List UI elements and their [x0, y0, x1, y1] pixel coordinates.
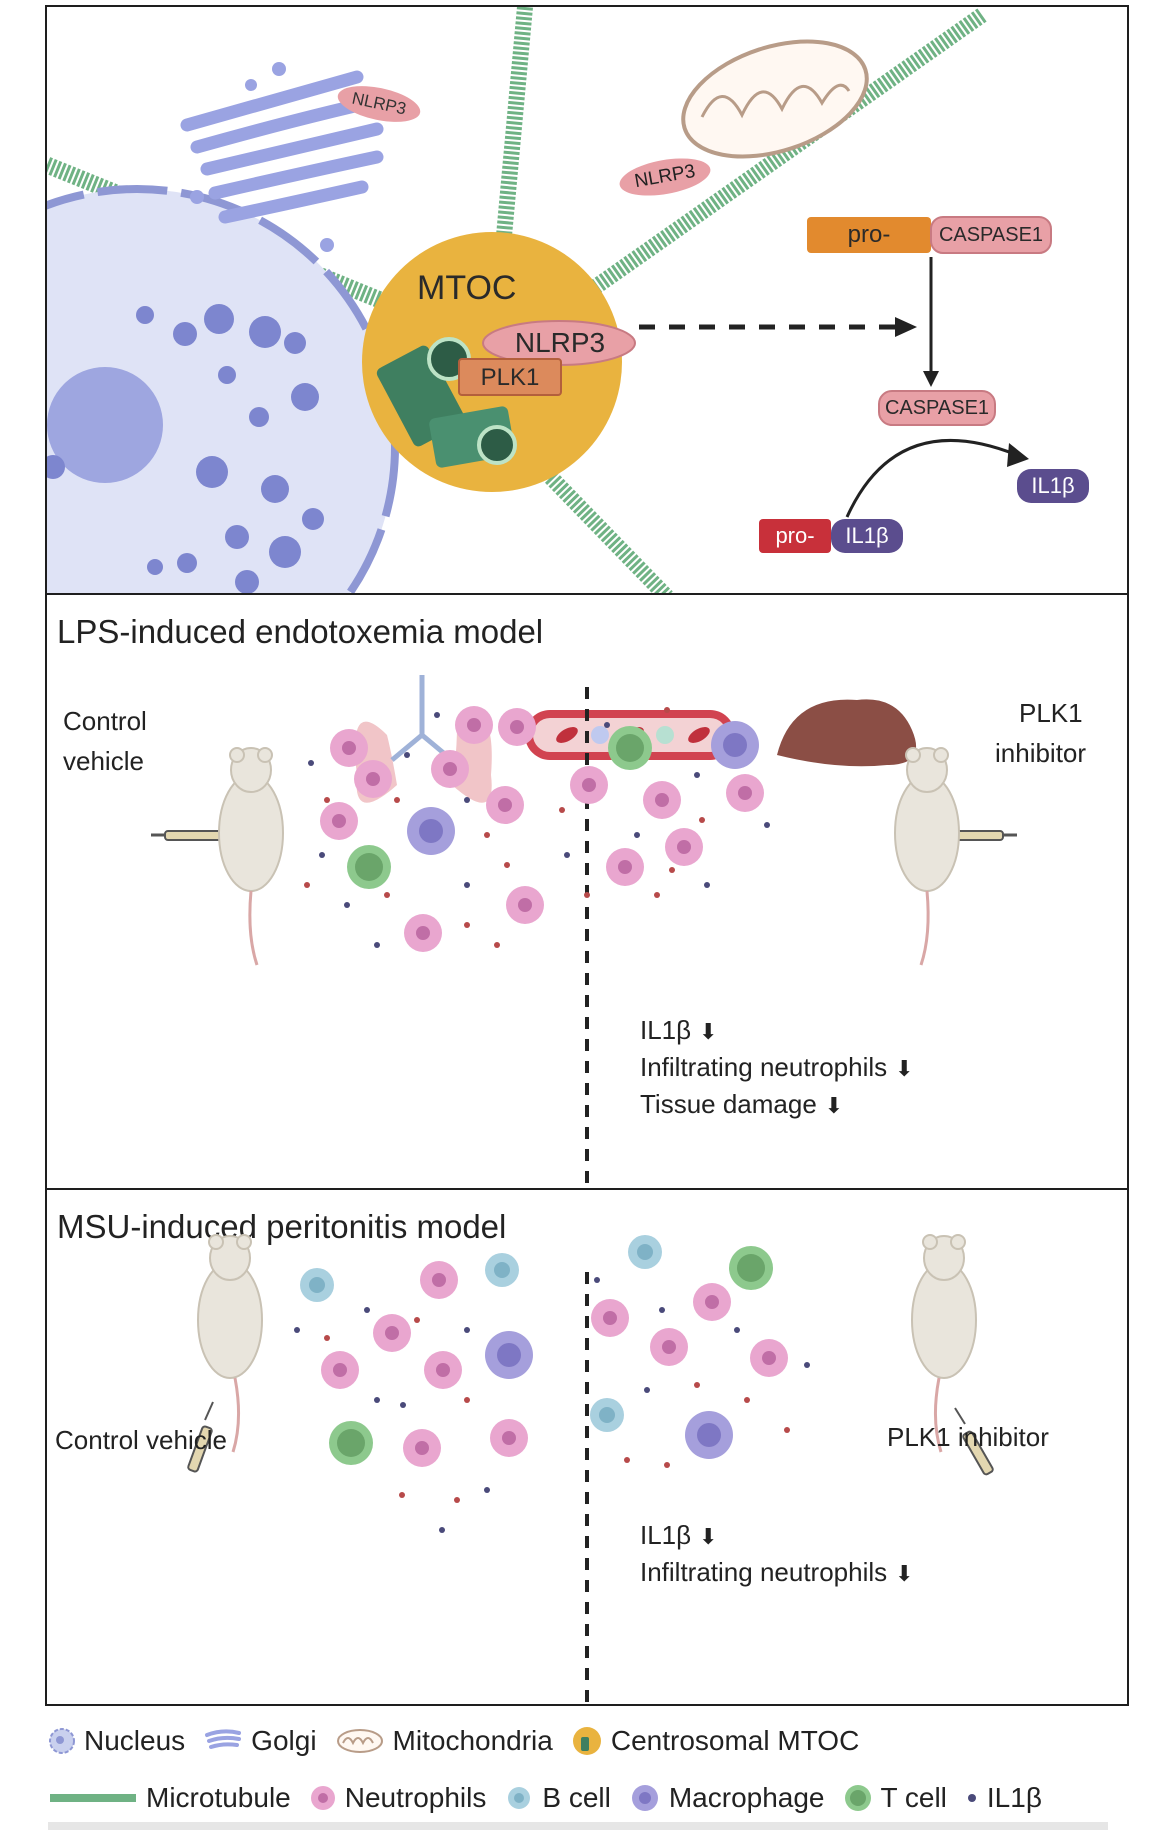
centriole-icon: [376, 337, 517, 468]
legend-neutrophil: Neutrophils: [309, 1782, 486, 1814]
caspase1-active-box: [878, 390, 996, 426]
legend-microtubule: Microtubule: [48, 1782, 291, 1814]
msu-illustration: [187, 1234, 994, 1704]
microtubule-icon: [50, 1794, 136, 1802]
caspase1-active-label: CASPASE1: [884, 397, 990, 419]
pro-il1b-il-label: IL1β: [845, 523, 889, 548]
msu-panel: MSU-induced peritonitis model: [45, 1188, 1129, 1706]
lps-effect-il1b: IL1β⬇: [640, 1015, 718, 1045]
mouse-control-icon: [197, 1234, 263, 1453]
syringe-icon: [187, 1401, 214, 1473]
il1b-mature-label: IL1β: [1031, 473, 1075, 498]
down-arrow-icon: ⬇: [895, 1056, 914, 1081]
processing-arrow: [845, 438, 1018, 518]
pro-il1b-il-box: [831, 519, 903, 553]
down-arrow-icon: ⬇: [824, 1093, 844, 1118]
legend-il1b: IL1β: [965, 1782, 1042, 1814]
msu-effect-il1b: IL1β⬇: [640, 1520, 718, 1550]
legend-row-2: Microtubule Neutrophils B cell Macrophag…: [48, 1782, 1060, 1814]
centrosome-icon: [572, 1727, 601, 1755]
mitochondria-icon: [336, 1729, 383, 1753]
mechanism-panel: MTOC NLRP3 NLRP3 NLRP3 PLK1 pro- CASPASE…: [45, 5, 1129, 595]
mtoc-nlrp3-label: NLRP3: [514, 327, 606, 358]
msu-control-cells: [294, 1253, 533, 1533]
liver-icon: [777, 699, 917, 767]
lps-panel-title: LPS-induced endotoxemia model: [57, 613, 544, 650]
mouse-treated-icon: [894, 747, 960, 966]
lps-control-label-2: vehicle: [63, 746, 144, 776]
pro-il1b-pro-label: pro-: [775, 523, 815, 548]
plk1-label: PLK1: [480, 364, 540, 391]
tcell-icon: [844, 1785, 871, 1811]
lps-inhibitor-label-2: inhibitor: [995, 738, 1087, 768]
mouse-control-icon: [218, 747, 284, 966]
pro-caspase-label: pro-: [847, 221, 891, 248]
caspase1-label: CASPASE1: [938, 224, 1044, 246]
pro-il1b-pro-box: [759, 519, 831, 553]
syringe-icon: [954, 1407, 994, 1476]
msu-treated-cells: [590, 1235, 810, 1468]
mouse-treated-icon: [911, 1234, 977, 1453]
nucleus-icon: [49, 1728, 75, 1754]
legend-mtoc: Centrosomal MTOC: [571, 1725, 859, 1757]
legend-bcell: B cell: [504, 1782, 611, 1814]
mtoc-label: MTOC: [417, 269, 517, 307]
bottom-divider: [48, 1822, 1108, 1830]
mito-nlrp3-badge: [619, 158, 711, 196]
plk1-badge: [458, 358, 562, 396]
legend-row-1: Nucleus Golgi Mitochondria Centrosomal M…: [48, 1725, 877, 1757]
macrophage-icon: [631, 1785, 658, 1811]
lps-treated-cells: [559, 707, 770, 898]
down-arrow-icon: ⬇: [699, 1019, 718, 1044]
legend-nucleus: Nucleus: [48, 1725, 185, 1757]
mechanism-illustration: [47, 7, 1089, 593]
lps-panel: LPS-induced endotoxemia model: [45, 593, 1129, 1190]
lps-inhibitor-label-1: PLK1: [1019, 698, 1083, 728]
pro-caspase-box: [807, 217, 931, 253]
legend-macrophage: Macrophage: [629, 1782, 825, 1814]
il1b-dot-icon: [967, 1794, 976, 1802]
mitochondrion: [681, 39, 869, 159]
msu-inhibitor-label: PLK1 inhibitor: [887, 1422, 1049, 1452]
caspase1-box: [930, 216, 1052, 254]
dashed-arrowhead-icon: [895, 317, 917, 337]
neutrophil-icon: [310, 1786, 335, 1810]
lps-effect-neutrophils: Infiltrating neutrophils⬇: [640, 1052, 914, 1082]
lps-control-label-1: Control: [63, 706, 147, 736]
golgi-nlrp3-badge: [337, 86, 421, 122]
legend-golgi: Golgi: [203, 1725, 317, 1757]
msu-panel-title: MSU-induced peritonitis model: [57, 1208, 507, 1245]
msu-control-label: Control vehicle: [55, 1425, 227, 1455]
down-arrow-icon: ⬇: [699, 1524, 718, 1549]
nucleus-cell: [47, 185, 399, 593]
legend-tcell: T cell: [843, 1782, 947, 1814]
down-arrow-icon: ⬇: [895, 1561, 914, 1586]
golgi-apparatus: [180, 62, 384, 252]
lps-effect-tissue: Tissue damage⬇: [640, 1089, 844, 1119]
golgi-icon: [205, 1729, 242, 1749]
msu-effect-neutrophils: Infiltrating neutrophils⬇: [640, 1557, 914, 1587]
legend-mitochondria: Mitochondria: [335, 1725, 553, 1757]
il1b-mature-box: [1017, 469, 1089, 503]
lps-illustration: [151, 675, 1017, 1188]
cleavage-arrowhead-icon: [923, 371, 939, 387]
processing-arrowhead-icon: [1007, 443, 1029, 467]
bcell-icon: [508, 1787, 531, 1809]
lps-control-cells: [304, 706, 544, 952]
